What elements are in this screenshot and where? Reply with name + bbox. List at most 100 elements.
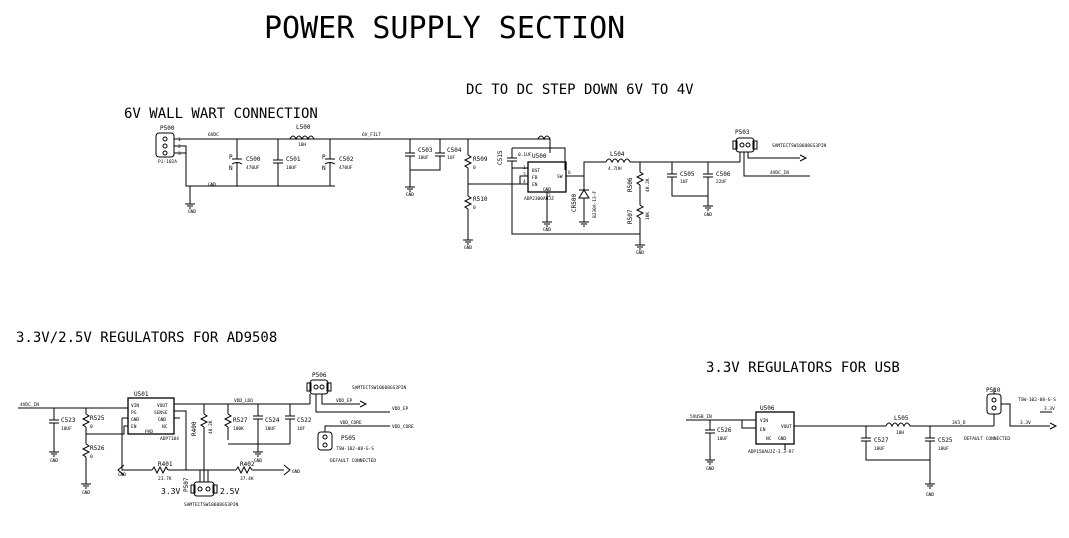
c501-value: 10UF bbox=[286, 165, 297, 171]
r509-ref: R509 bbox=[473, 156, 488, 163]
d500-ref: CR500 bbox=[571, 194, 578, 212]
u501-pin-en: EN bbox=[131, 424, 137, 430]
p510-value: TSW-102-08-G-S bbox=[1018, 397, 1056, 403]
wallwart-title: 6V WALL WART CONNECTION bbox=[124, 106, 318, 122]
u501-pin-pad: PAD bbox=[145, 429, 153, 435]
r525-value: 0 bbox=[90, 424, 93, 430]
r400-ref: R400 bbox=[191, 421, 198, 436]
capacitor-c523: GND C523 10UF bbox=[49, 408, 76, 464]
net-gnd-p500: GND bbox=[208, 182, 216, 188]
c502-ref: C502 bbox=[339, 156, 354, 163]
c527-value: 10UF bbox=[874, 446, 885, 452]
svg-text:N: N bbox=[229, 165, 233, 172]
r507-ref: R507 bbox=[627, 209, 634, 224]
resistor-r400: R400 40.2K bbox=[191, 413, 214, 436]
net-3v3-d: 3V3_D bbox=[952, 420, 966, 426]
svg-text:GND: GND bbox=[926, 492, 934, 498]
resistor-r402: R402 37.4K bbox=[235, 461, 255, 482]
u500-value: ADP2300AUJZ bbox=[524, 196, 554, 202]
net-5vusb-in: 5VUSB_IN bbox=[690, 414, 712, 420]
c500-ref: C500 bbox=[246, 156, 261, 163]
u501-pin-gnd-r: GND bbox=[158, 417, 166, 423]
u501-pin-pg: PG bbox=[131, 410, 137, 416]
r506-ref: R506 bbox=[627, 177, 634, 192]
p503-ref: P503 bbox=[735, 129, 750, 136]
u500-pin-num-2: 2 bbox=[548, 193, 551, 199]
svg-text:2: 2 bbox=[178, 144, 181, 150]
resistor-r527: R527 100K bbox=[223, 413, 248, 432]
c505-ref: C505 bbox=[680, 171, 695, 178]
p507-left-label: 3.3V bbox=[161, 487, 180, 496]
p503-value: SAMTECTSW10608GS3PIN bbox=[772, 143, 826, 149]
u500-pin-num-6: 6 bbox=[568, 170, 571, 176]
header-p503: P503 SAMTECTSW10608GS3PIN bbox=[732, 129, 826, 153]
diode-cr500: CR500 B230A-13-F bbox=[571, 189, 598, 227]
c506-value: 22UF bbox=[716, 179, 727, 185]
capacitor-c515: C515 0.1UF bbox=[497, 147, 566, 170]
c527-ref: C527 bbox=[874, 437, 889, 444]
c522-value: 1UF bbox=[297, 426, 305, 432]
c524-ref: C524 bbox=[265, 417, 280, 424]
d500-value: B230A-13-F bbox=[592, 191, 598, 218]
p505-value: TSW-102-08-G-S bbox=[336, 446, 374, 452]
net-4vdc-in: 4VDC_IN bbox=[770, 170, 789, 176]
net-vdd-ep: VDD_EP bbox=[336, 398, 353, 404]
svg-text:P: P bbox=[229, 154, 233, 161]
r527-ref: R527 bbox=[233, 417, 248, 424]
u500-ref: U500 bbox=[532, 153, 547, 160]
c500-value: 470UF bbox=[246, 165, 260, 171]
resistor-r509: R509 0 bbox=[463, 154, 488, 171]
u500-pin-en: EN bbox=[532, 182, 538, 188]
inductor-l500: L500 10H bbox=[289, 124, 315, 148]
r506-value: 40.2K bbox=[645, 178, 651, 192]
r402-value: 37.4K bbox=[240, 476, 254, 482]
capacitor-c522: C522 1UF bbox=[285, 404, 312, 444]
r401-value: 23.7K bbox=[158, 476, 172, 482]
capacitor-c501: C501 10UF bbox=[273, 139, 301, 186]
r526-value: 0 bbox=[90, 454, 93, 460]
svg-text:GND: GND bbox=[82, 490, 90, 496]
svg-text:GND: GND bbox=[254, 458, 262, 464]
r401-ref: R401 bbox=[158, 461, 173, 468]
net-3v3-tag: 3.3V bbox=[1044, 406, 1055, 412]
connector-p500: 123 P500 PJ-102A bbox=[155, 125, 181, 165]
l500-value: 10H bbox=[298, 142, 306, 148]
usb-regulator-title: 3.3V REGULATORS FOR USB bbox=[706, 360, 900, 376]
c525-ref: C525 bbox=[938, 437, 953, 444]
r400-value: 40.2K bbox=[208, 420, 214, 434]
c504-ref: C504 bbox=[447, 147, 462, 154]
r526-ref: R526 bbox=[90, 445, 105, 452]
u500-pin-bst: BST bbox=[532, 168, 540, 174]
svg-text:GND: GND bbox=[406, 192, 414, 198]
capacitor-c505: C505 1UF bbox=[667, 162, 708, 197]
resistor-r507: R507 10K bbox=[627, 204, 651, 224]
u500-pin-gnd: GND bbox=[543, 187, 551, 193]
c523-value: 10UF bbox=[61, 426, 72, 432]
u501-ref: U501 bbox=[134, 391, 149, 398]
p507-right-label: 2.5V bbox=[220, 487, 239, 496]
resistor-r526: R526 0 bbox=[81, 443, 105, 460]
svg-text:GND: GND bbox=[118, 472, 126, 478]
u506-pin-vin: VIN bbox=[760, 418, 768, 424]
r525-ref: R525 bbox=[90, 415, 105, 422]
u500-pin-num-3: 3 bbox=[523, 172, 526, 178]
p510-ref: P510 bbox=[986, 387, 1001, 394]
r527-value: 100K bbox=[233, 426, 244, 432]
svg-text:GND: GND bbox=[704, 212, 712, 218]
c525-value: 10UF bbox=[938, 446, 949, 452]
svg-text:GND: GND bbox=[464, 245, 472, 251]
u501-pin-vout: VOUT bbox=[157, 403, 168, 409]
net-6vdc-in-b: 4VDC_IN bbox=[20, 402, 39, 408]
u506-pin-en: EN bbox=[760, 427, 766, 433]
p506-value: SAMTECTSW10608GS3PIN bbox=[352, 385, 406, 391]
svg-text:GND: GND bbox=[543, 227, 551, 233]
c503-ref: C503 bbox=[418, 147, 433, 154]
svg-text:1: 1 bbox=[178, 137, 181, 143]
net-3v3-out: 3.3V bbox=[1020, 420, 1031, 426]
svg-text:GND: GND bbox=[706, 466, 714, 472]
svg-text:GND: GND bbox=[292, 469, 300, 475]
p500-ref: P500 bbox=[160, 125, 175, 132]
inductor-l505: L505 10H bbox=[885, 415, 911, 436]
c515-ref: C515 bbox=[497, 150, 504, 165]
